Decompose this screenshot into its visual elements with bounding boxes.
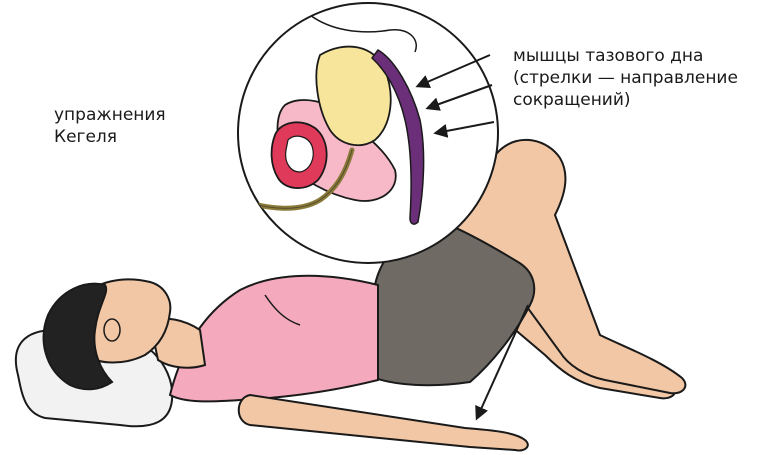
exercise-label: упражнения Кегеля bbox=[54, 104, 166, 148]
rectum-inner bbox=[286, 136, 314, 172]
pelvic-floor-label: мышцы тазового дна (стрелки — направлени… bbox=[513, 45, 738, 111]
ear bbox=[104, 319, 120, 341]
pelvic-anatomy-inset bbox=[238, 3, 498, 263]
